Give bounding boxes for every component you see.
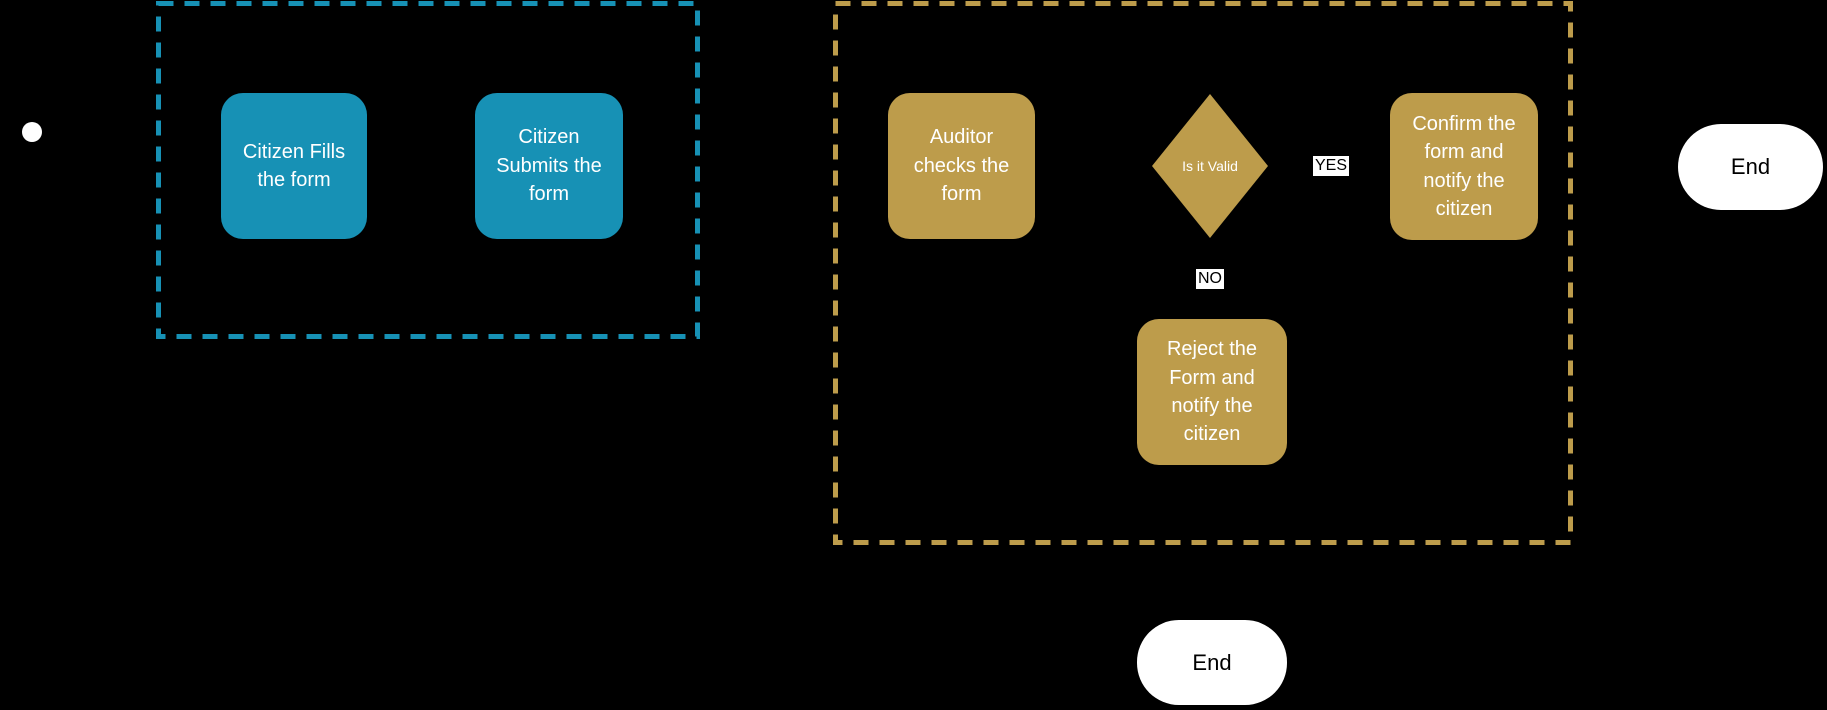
edge-label-yes[interactable]: YES (1313, 156, 1350, 176)
end-event-reject-label: End (1192, 649, 1232, 675)
gateway-is-it-valid-label: Is it Valid (1182, 158, 1238, 174)
end-event-reject[interactable]: End (1137, 620, 1287, 705)
start-event-circle[interactable] (22, 122, 42, 142)
task-citizen-submits-form[interactable]: Citizen Submits the form (475, 93, 623, 239)
gateway-is-it-valid[interactable]: Is it Valid (1152, 94, 1268, 238)
task-citizen-fills-form-label: Citizen Fills the form (242, 140, 346, 191)
end-event-main[interactable]: End (1678, 124, 1823, 210)
edge-label-no[interactable]: NO (1196, 269, 1224, 289)
task-auditor-checks-form-label: Auditor checks the form (913, 126, 1010, 206)
task-citizen-submits-form-label: Citizen Submits the form (496, 126, 602, 206)
task-reject-and-notify[interactable]: Reject the Form and notify the citizen (1137, 319, 1287, 465)
task-citizen-fills-form[interactable]: Citizen Fills the form (221, 93, 367, 239)
task-confirm-and-notify-label: Confirm the form and notify the citizen (1412, 112, 1516, 220)
task-confirm-and-notify[interactable]: Confirm the form and notify the citizen (1390, 93, 1538, 240)
end-event-main-label: End (1730, 154, 1771, 179)
task-auditor-checks-form[interactable]: Auditor checks the form (888, 93, 1035, 239)
task-reject-and-notify-label: Reject the Form and notify the citizen (1166, 338, 1258, 446)
